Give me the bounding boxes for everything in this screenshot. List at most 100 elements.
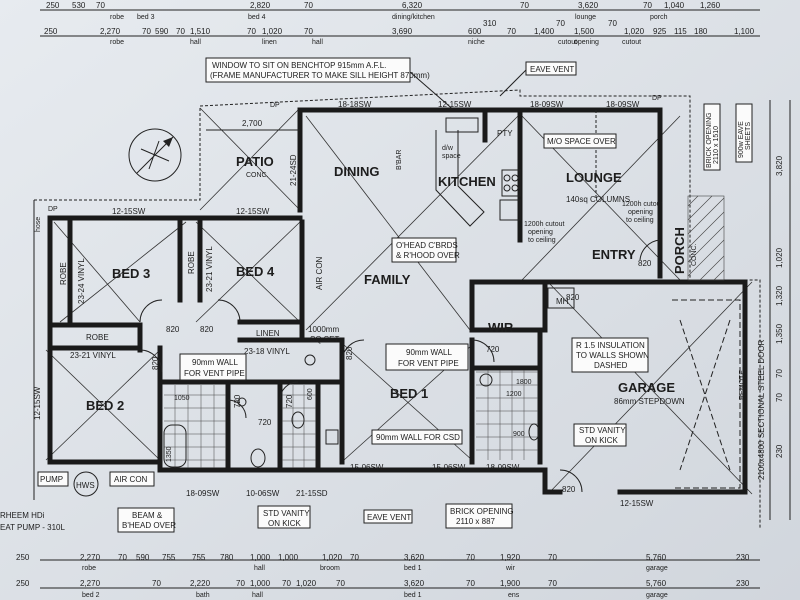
wall-code: 18-09SW [530,100,564,109]
wall-code: 12-15SW [112,207,146,216]
right-dim: 230 [775,444,784,458]
bottom-dim: 755 [192,553,206,562]
bottom-dim: 590 [136,553,150,562]
dp-marker: DP [48,206,58,213]
bottom-dim: 230 [736,553,750,562]
top-dim: 590 [155,27,169,36]
bottom-dim: 2,220 [190,579,211,588]
svg-text:ON KICK: ON KICK [585,436,619,445]
svg-text:B'HEAD OVER: B'HEAD OVER [122,521,176,530]
top-dim: 1,020 [262,27,283,36]
svg-text:2110 x 1510: 2110 x 1510 [713,126,720,164]
top-dim-label: robe [110,39,124,46]
top-dim: 70 [304,27,313,36]
bottom-dim-label: robe [82,565,96,572]
door-820: 820 [566,293,580,302]
top-dim: 70 [608,19,617,28]
top-dim-label: hall [312,39,323,46]
wall-code: 10-06SW [246,489,280,498]
garage-car-outline [547,287,741,489]
hws-label: HWS [76,481,95,490]
door-720: 720 [486,345,500,354]
patio-dim: 2,700 [242,119,263,128]
vinyl-code: 23-21 VINYL [205,246,214,292]
svg-text:DASHED: DASHED [594,361,628,370]
remote-label: REMOTE [739,370,746,400]
dw-space-label: space [442,153,461,160]
wall-code: 21-15SD [296,489,328,498]
room-dining: DINING [334,164,380,179]
bottom-dim-label: bath [196,592,210,599]
room-garage-sub: 86mm STEPDOWN [614,397,685,406]
svg-text:(FRAME MANUFACTURER TO MAKE SI: (FRAME MANUFACTURER TO MAKE SILL HEIGHT … [210,71,430,80]
top-dim: 1,400 [534,27,555,36]
bottom-dim: 70 [466,579,475,588]
top-dim-label: niche [468,39,485,46]
bottom-dim-label: ens [508,592,520,599]
north-arrow-icon [128,128,182,182]
top-dim-label: linen [262,39,277,46]
top-dim: 3,620 [578,1,599,10]
top-dim: 2,270 [100,27,121,36]
note-insulation: R 1.5 INSULATION TO WALLS SHOWN DASHED [571,337,649,373]
top-dim: 1,040 [664,1,685,10]
wet-area-tiles [164,370,538,468]
bottom-dim: 1,900 [500,579,521,588]
top-dim: 180 [694,27,708,36]
bathtub: 1350 [163,424,187,468]
bottom-dim: 755 [162,553,176,562]
svg-text:EAVE VENT: EAVE VENT [530,65,574,74]
room-robe-bed3: ROBE [59,262,68,285]
wall-code: 18-09SW [186,489,220,498]
note-cutout: 1200h cutout opening to ceiling 1200h cu… [524,201,663,244]
top-dim: 600 [468,27,482,36]
bottom-dim: 70 [350,553,359,562]
svg-text:1200h cutout: 1200h cutout [622,201,663,208]
room-entry: ENTRY [592,247,636,262]
svg-text:& R'HOOD OVER: & R'HOOD OVER [396,251,460,260]
bottom-dim: 3,620 [404,579,425,588]
svg-text:2110 x 887: 2110 x 887 [456,517,496,526]
wall-code: 18-09SW [606,100,640,109]
room-bed1: BED 1 [390,386,428,401]
bottom-dim: 250 [16,553,30,562]
bottom-dim: 70 [336,579,345,588]
bottom-dim: 70 [548,553,557,562]
wall-code: 18-09SW [486,463,520,472]
svg-text:900w EAVE: 900w EAVE [738,121,745,158]
wall-code: 15-06SW [350,463,384,472]
room-linen: LINEN [256,329,280,338]
note-beam: BEAM & B'HEAD OVER [117,507,176,533]
svg-text:EAVE VENT: EAVE VENT [367,513,411,522]
top-dim: 70 [643,1,652,10]
bottom-dim-label: hall [254,565,265,572]
bottom-dimension-strings: 250 2,270 70 590 755 755 780 1,000 1,000… [16,553,760,599]
top-dim: 70 [247,27,256,36]
bottom-dim-label: bed 1 [404,565,422,572]
room-porch-sub: CONC. [691,243,698,266]
svg-text:1350: 1350 [166,446,173,462]
door-820: 820 [345,346,354,360]
note-vent-pipe-bath: 90mm WALL FOR VENT PIPE [179,353,247,381]
note-overhead: O'HEAD C'BRDS & R'HOOD OVER [391,237,460,263]
dp-marker: DP [270,102,280,109]
right-dimension-strings: 3,820 1,020 1,320 1,350 70 70 230 [769,100,791,520]
room-patio: PATIO [236,154,274,169]
top-dim-label: lounge [575,14,596,21]
service-items: PUMP HWS AIR CON AIR CON RHEEM HDi EAT P… [0,256,339,532]
top-dim-label: cutout [622,39,641,46]
top-dim-label: opening [574,39,599,46]
room-lounge: LOUNGE [566,170,622,185]
top-dim-label: porch [650,14,668,21]
top-dim: 1,510 [190,27,211,36]
top-dim: 115 [674,27,687,36]
note-std-vanity-bath: STD VANITY ON KICK [257,505,311,529]
top-dim: 70 [304,1,313,10]
svg-text:FOR VENT PIPE: FOR VENT PIPE [398,359,459,368]
room-family: FAMILY [364,272,411,287]
top-dim: 3,690 [392,27,413,36]
rheem-label: RHEEM HDi [0,511,45,520]
bottom-dim-label: hall [252,592,263,599]
porch-brick-hatch [687,195,725,281]
room-garage: GARAGE [618,380,675,395]
